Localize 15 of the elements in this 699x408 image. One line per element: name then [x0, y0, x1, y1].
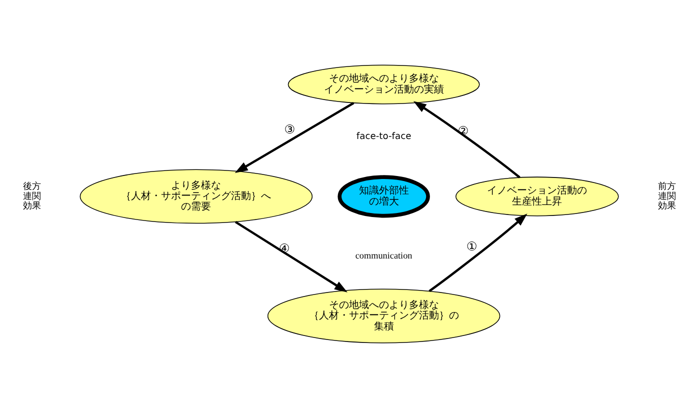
edge-label: ① — [466, 240, 478, 254]
arrow — [234, 102, 354, 173]
label: 前方連関効果 — [658, 182, 676, 212]
node-ellipse: イノベーション活動の生産性上昇 — [455, 176, 619, 216]
node-ellipse: より多様な｛人材・サポーティング活動｝への需要 — [80, 169, 313, 224]
node-ellipse: 知識外部性の増大 — [338, 175, 430, 218]
arrow — [234, 220, 348, 292]
arrow — [413, 101, 520, 178]
edge-label: ③ — [284, 122, 296, 136]
label: 後方連関効果 — [23, 182, 42, 212]
node-ellipse: その地域へのより多様な｛人材・サポーティング活動｝の集積 — [267, 288, 500, 344]
node-ellipse: その地域へのより多様なイノベーション活動の実績 — [288, 64, 480, 104]
label: face-to-face — [356, 132, 412, 142]
label: communication — [355, 250, 412, 261]
arrow — [428, 214, 528, 292]
